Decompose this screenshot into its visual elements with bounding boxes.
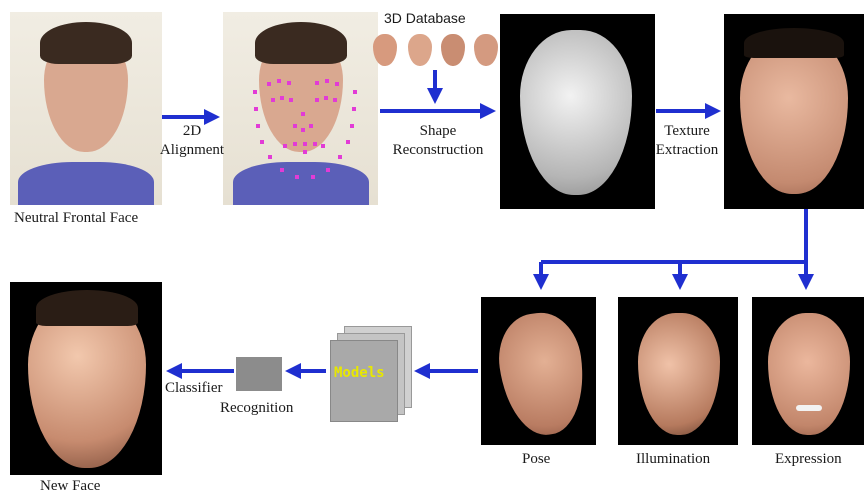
textured-model-image xyxy=(724,14,864,209)
illumination-image xyxy=(618,297,738,445)
new-face-label: New Face xyxy=(40,478,101,494)
shape-line1: Shape xyxy=(419,123,457,139)
expression-label: Expression xyxy=(775,451,842,467)
models-label: Models xyxy=(334,365,385,381)
pose-image xyxy=(481,297,596,445)
alignment-label: 2D Alignment xyxy=(152,123,232,159)
shape-model-image xyxy=(500,14,655,209)
database-label: 3D Database xyxy=(384,10,466,26)
recognition-label: Recognition xyxy=(220,400,294,416)
classifier-label: Classifier xyxy=(165,380,223,396)
recognition-box xyxy=(236,357,282,391)
aligned-face-image xyxy=(223,12,378,205)
alignment-line2: Alignment xyxy=(159,142,225,158)
texture-extraction-label: Texture Extraction xyxy=(646,123,728,159)
expression-image xyxy=(752,297,864,445)
alignment-line1: 2D xyxy=(182,123,202,139)
connector-texture-down xyxy=(541,209,808,264)
pose-label: Pose xyxy=(522,451,551,467)
neutral-frontal-face-image xyxy=(10,12,162,205)
illumination-label: Illumination xyxy=(636,451,711,467)
texture-line1: Texture xyxy=(664,123,710,139)
shape-line2: Reconstruction xyxy=(392,142,484,158)
neutral-frontal-face-label: Neutral Frontal Face xyxy=(14,210,139,226)
new-face-image xyxy=(10,282,162,475)
landmark-points xyxy=(253,79,357,179)
shape-reconstruction-label: Shape Reconstruction xyxy=(372,123,504,159)
texture-line2: Extraction xyxy=(655,142,719,158)
